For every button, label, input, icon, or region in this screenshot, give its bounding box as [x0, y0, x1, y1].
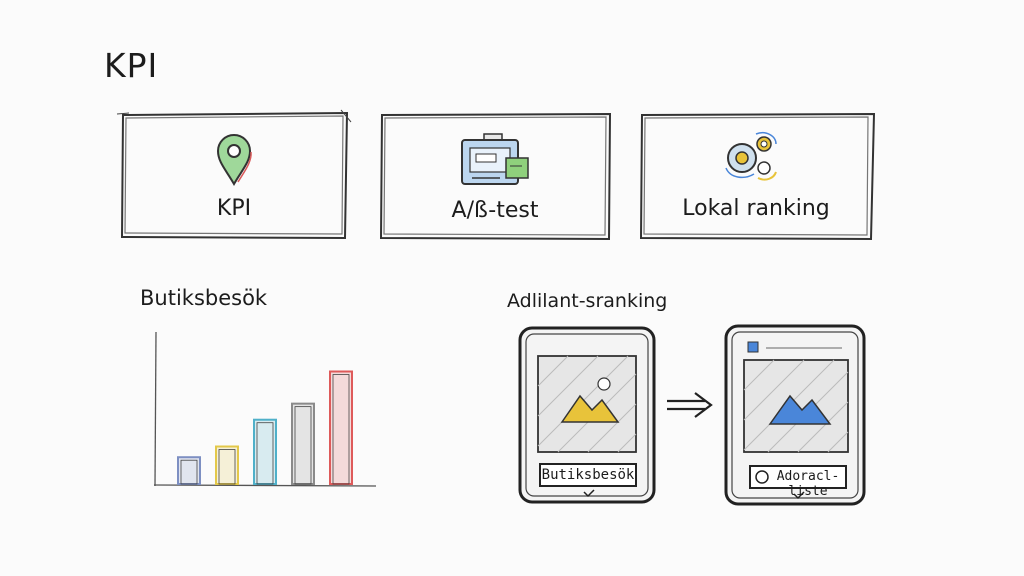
after-button-label: Adoracl-liste	[776, 469, 840, 499]
card-label: Lokal ranking	[682, 196, 830, 221]
double-arrow-right-icon	[667, 392, 713, 418]
mountain-image-icon	[560, 377, 620, 423]
bar-outline-2	[256, 422, 274, 485]
bar-outline-4	[332, 374, 350, 485]
gears-icon	[725, 132, 777, 181]
bar-outline-1	[218, 449, 236, 485]
map-pin-icon	[216, 134, 252, 186]
page-title: KPI	[104, 46, 159, 85]
before-button-label: Butiksbesök	[541, 467, 635, 483]
bar-chart	[153, 331, 377, 487]
local-ranking-card[interactable]: Lokal ranking	[639, 112, 876, 241]
bar-outline-0	[180, 459, 198, 485]
mountain-image-icon	[768, 394, 832, 425]
after-phone: Adoracl-liste	[724, 324, 868, 508]
browser-window-icon	[461, 133, 529, 185]
chart-title: Butiksbesök	[140, 286, 268, 310]
ranking-title: Adlilant-sranking	[507, 290, 668, 312]
kpi-card[interactable]: KPI	[116, 109, 352, 240]
card-label: KPI	[216, 196, 252, 221]
before-phone: Butiksbesök	[518, 326, 658, 506]
x-axis	[153, 484, 377, 487]
card-label: A/ß-test	[451, 198, 539, 223]
y-axis	[154, 331, 157, 487]
ab-test-card[interactable]: A/ß-test	[379, 112, 612, 241]
bar-outline-3	[294, 406, 312, 485]
